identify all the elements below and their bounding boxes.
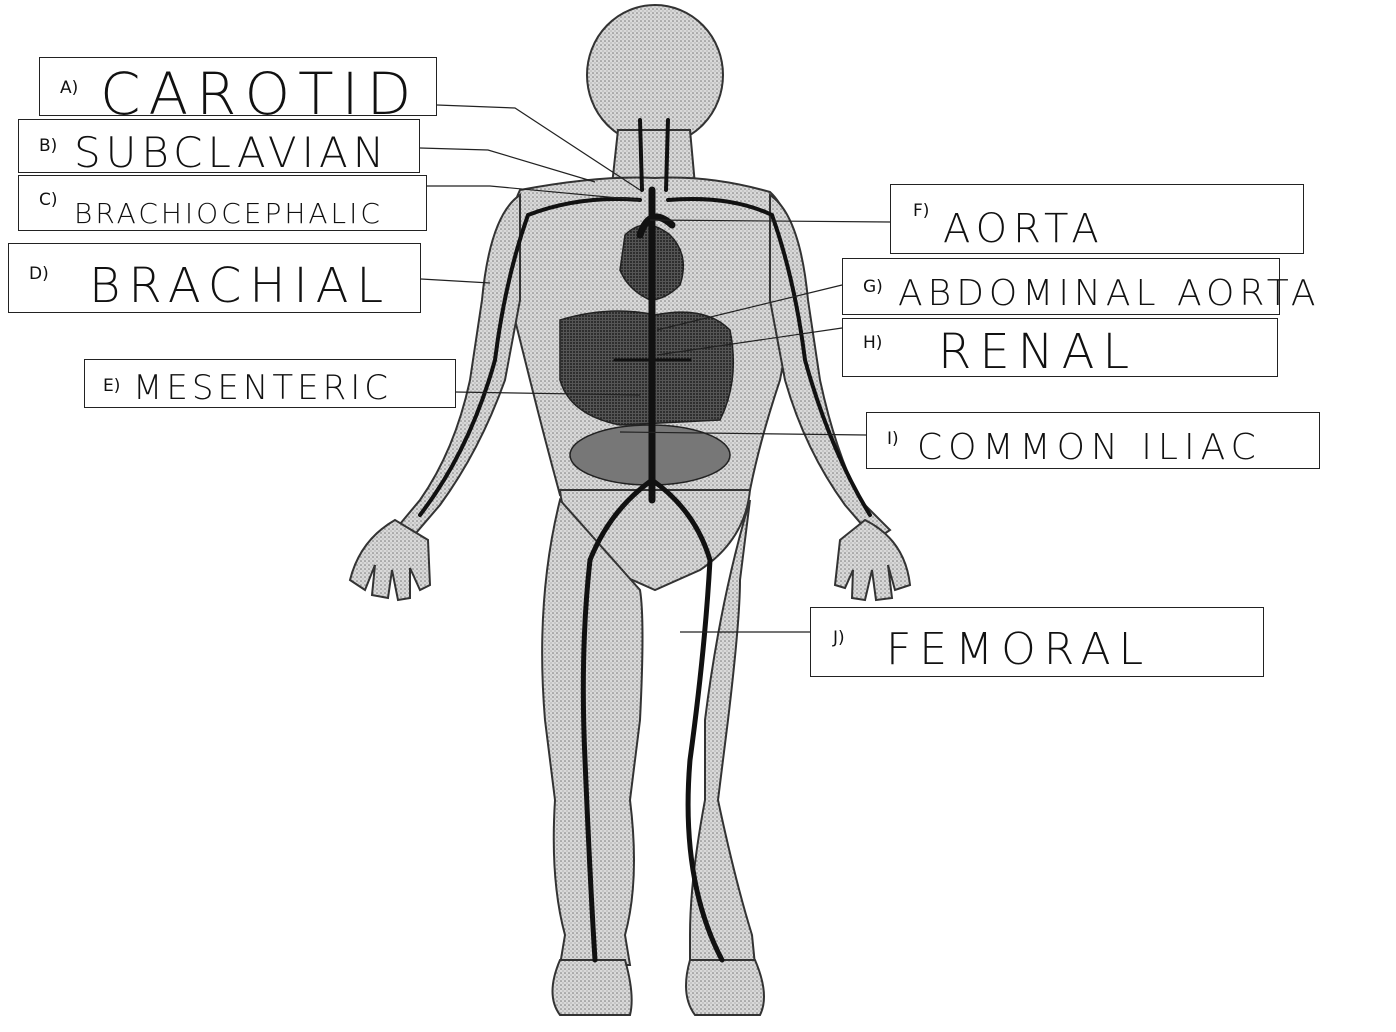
label-answer-common-iliac: COMMON ILIAC [917, 430, 1262, 466]
label-answer-mesenteric: MESENTERIC [133, 371, 392, 405]
label-answer-aorta: AORTA [943, 209, 1105, 249]
label-letter: G) [863, 279, 883, 296]
label-answer-brachiocephalic: BRACHIOCEPHALIC [74, 200, 383, 228]
label-letter: E) [103, 378, 120, 395]
label-box-e: E) MESENTERIC [84, 359, 456, 408]
label-letter: H) [863, 335, 882, 352]
label-letter: A) [60, 80, 78, 97]
label-box-a: A) CAROTID [39, 57, 437, 116]
label-letter: F) [913, 203, 929, 220]
label-box-b: B) SUBCLAVIAN [18, 119, 420, 173]
label-letter: B) [39, 138, 57, 155]
label-box-j: J) FEMORAL [810, 607, 1264, 677]
label-letter: J) [833, 630, 845, 647]
label-letter: I) [887, 431, 899, 448]
label-answer-carotid: CAROTID [100, 65, 419, 123]
body-outline [350, 5, 910, 1015]
label-box-d: D) BRACHIAL [8, 243, 421, 313]
label-box-h: H) RENAL [842, 318, 1278, 377]
label-box-g: G) ABDOMINAL AORTA [842, 258, 1280, 315]
label-answer-renal: RENAL [938, 328, 1137, 376]
label-answer-femoral: FEMORAL [886, 628, 1151, 672]
label-letter: C) [39, 192, 58, 209]
label-answer-abdominal-aorta: ABDOMINAL AORTA [898, 276, 1321, 312]
label-box-f: F) AORTA [890, 184, 1304, 254]
label-answer-subclavian: SUBCLAVIAN [74, 132, 389, 174]
label-answer-brachial: BRACHIAL [89, 262, 391, 310]
label-letter: D) [29, 266, 49, 283]
label-box-c: C) BRACHIOCEPHALIC [18, 175, 427, 231]
label-box-i: I) COMMON ILIAC [866, 412, 1320, 469]
